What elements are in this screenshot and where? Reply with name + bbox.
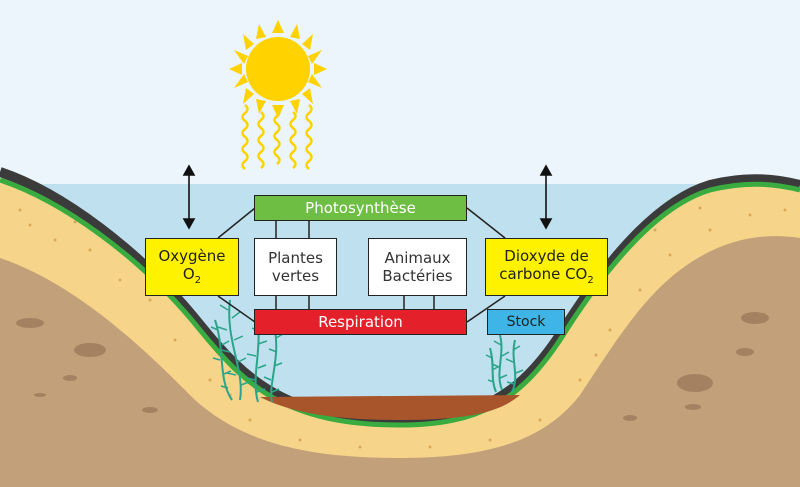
- seaweed-icon: [485, 334, 524, 393]
- oxygen-box: Oxygène O2: [145, 238, 239, 296]
- photosynthesis-box: Photosynthèse: [254, 195, 467, 221]
- animals-label: Animaux: [384, 249, 451, 267]
- oxygen-formula: O2: [182, 265, 202, 286]
- respiration-label: Respiration: [318, 313, 403, 331]
- respiration-box: Respiration: [254, 309, 467, 335]
- double-arrow-icon: [539, 164, 553, 230]
- mud: [260, 395, 520, 420]
- sand-layer: [0, 180, 800, 458]
- sky: [0, 0, 800, 190]
- oxygen-label: Oxygène: [158, 247, 226, 265]
- animals-bacteria-box: Animaux Bactéries: [368, 238, 467, 296]
- soil: [0, 180, 800, 487]
- plants-box: Plantes vertes: [254, 238, 337, 296]
- plants-label-line1: Plantes: [268, 249, 323, 267]
- sun-icon: [229, 20, 327, 118]
- photosynthesis-label: Photosynthèse: [305, 199, 416, 217]
- sunlight-rays: [241, 104, 313, 170]
- carbon-dioxide-box: Dioxyde de carbone CO2: [485, 238, 608, 296]
- stock-label: Stock: [506, 313, 546, 330]
- carbon-dioxide-label: Dioxyde de: [504, 247, 589, 265]
- connector-lines: [217, 207, 506, 323]
- double-arrow-icon: [182, 164, 196, 230]
- soil-stones: [16, 312, 769, 421]
- bacteria-label: Bactéries: [382, 267, 453, 285]
- plants-label-line2: vertes: [271, 267, 320, 285]
- carbon-dioxide-formula: carbone CO2: [499, 265, 594, 286]
- stock-box: Stock: [487, 309, 565, 335]
